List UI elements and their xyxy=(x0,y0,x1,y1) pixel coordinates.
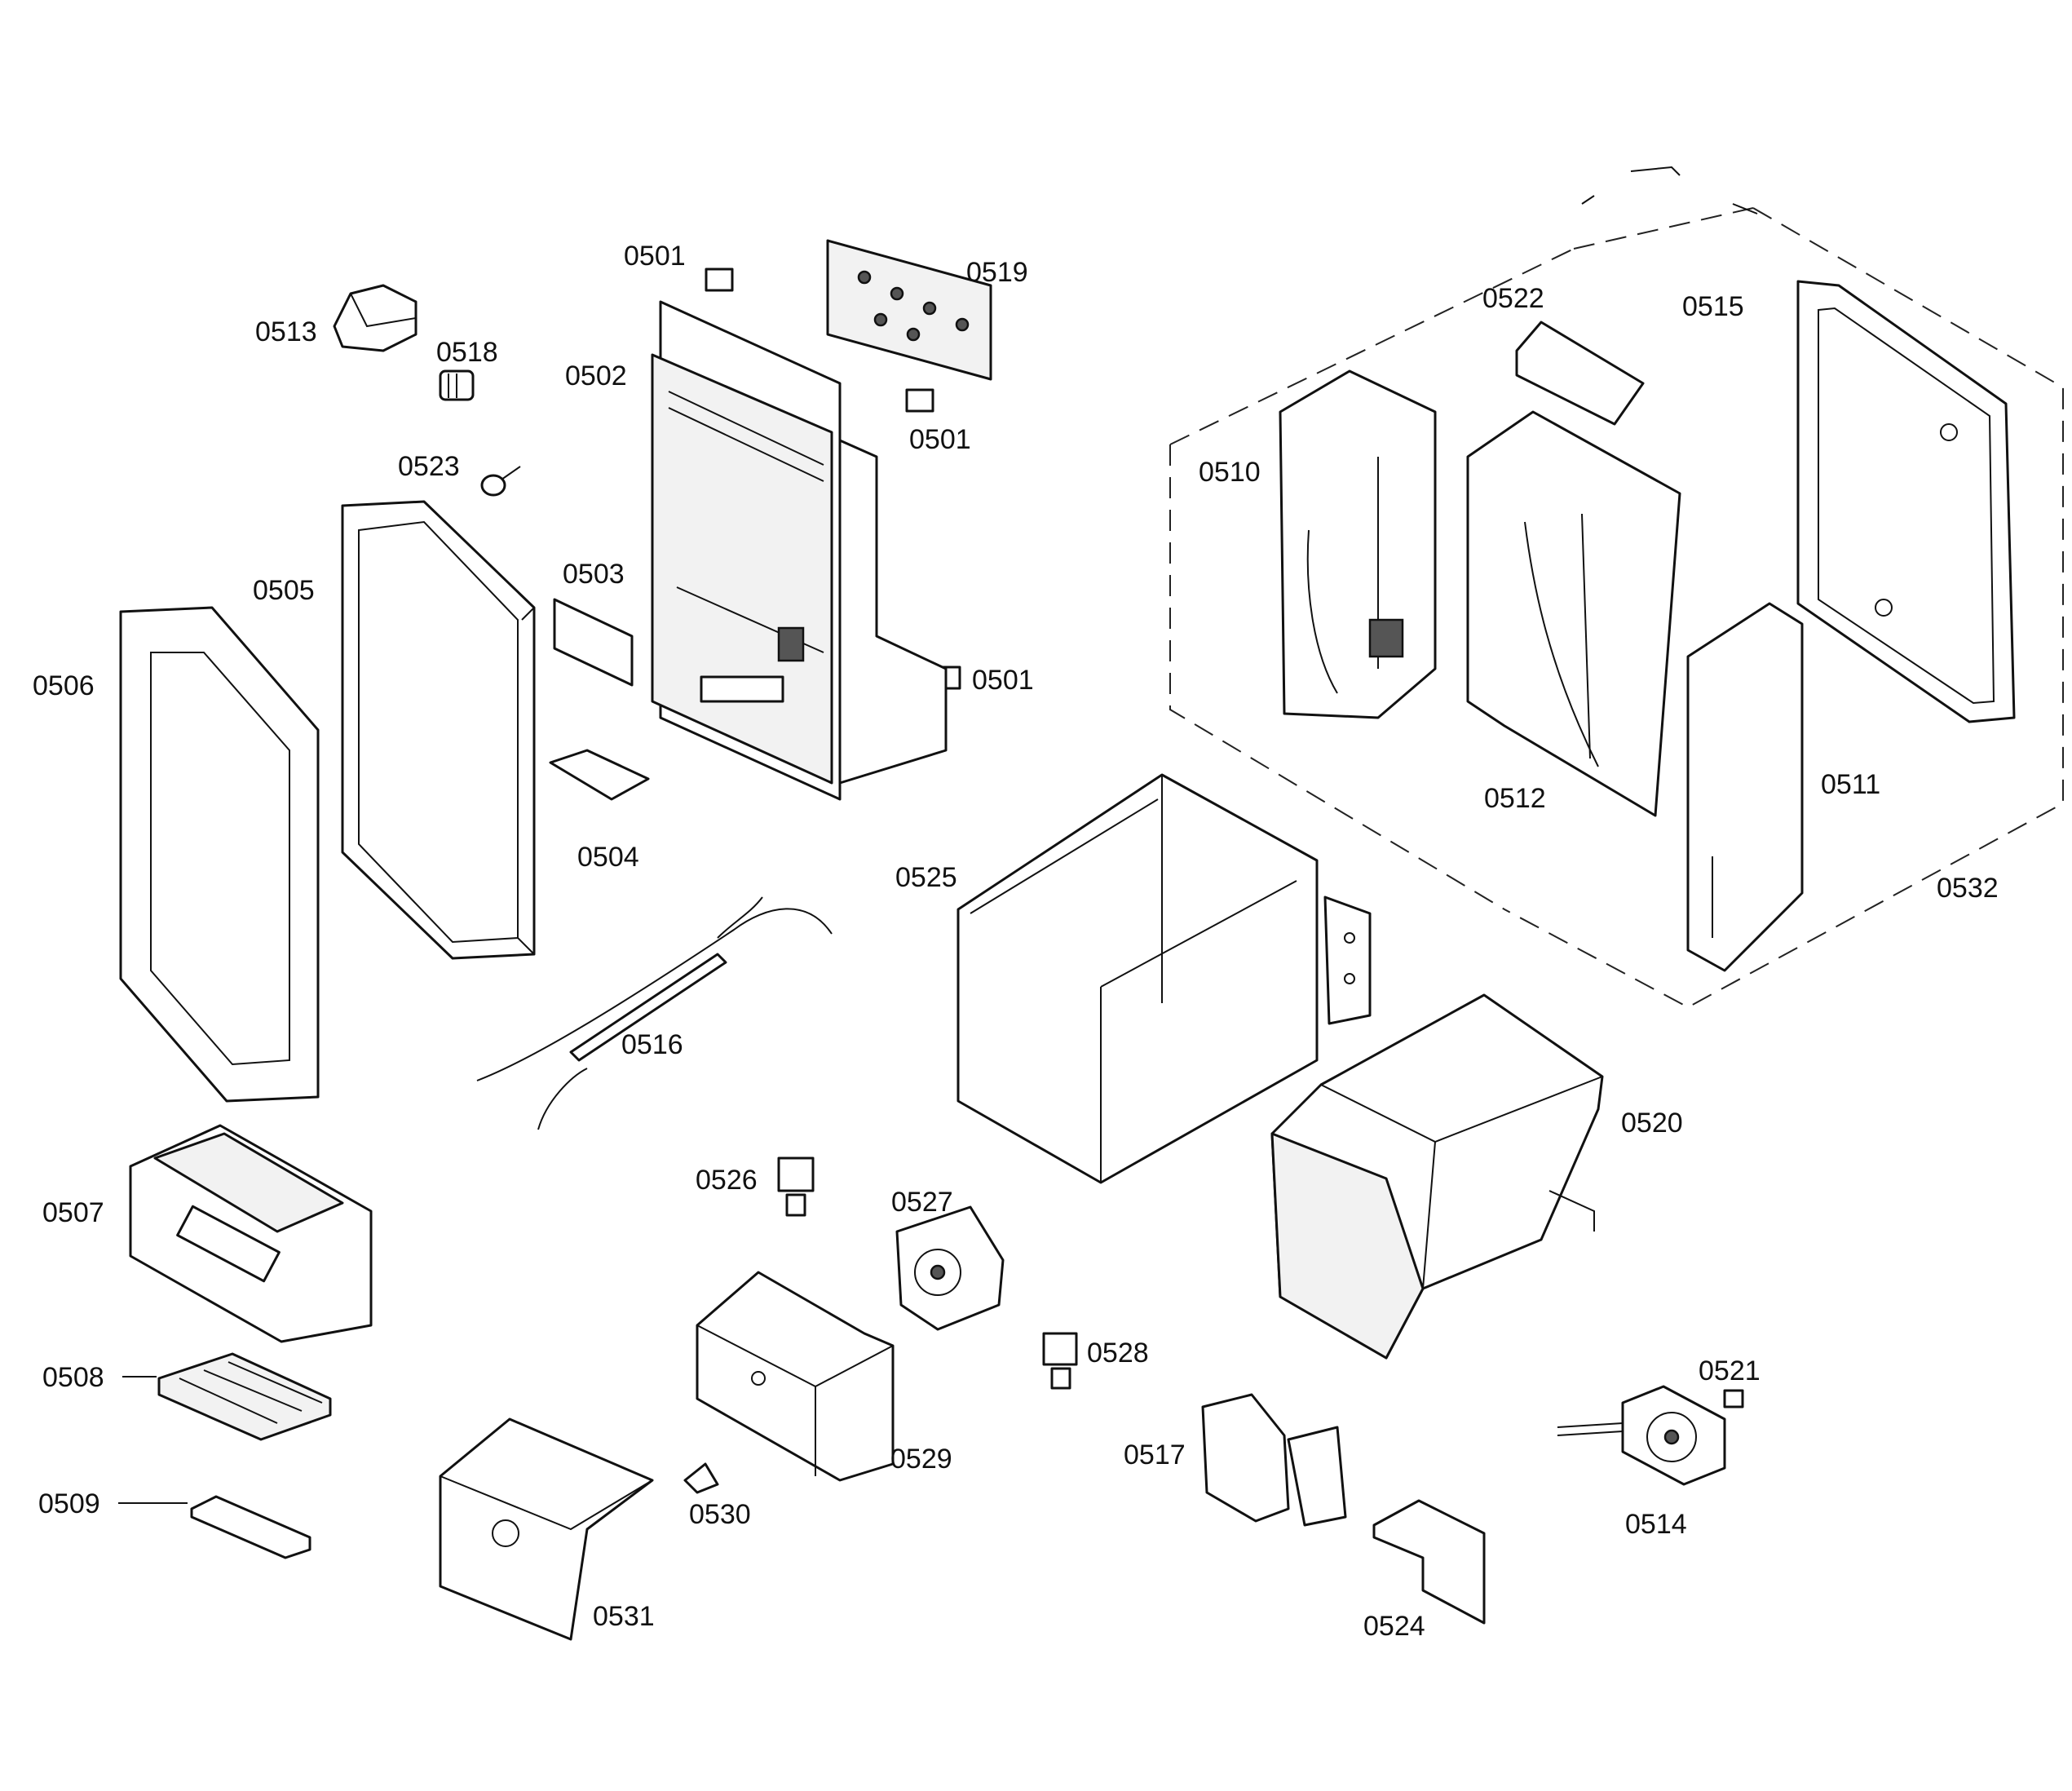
callout-0522: 0522 xyxy=(1482,283,1544,314)
callout-0517: 0517 xyxy=(1124,1439,1186,1470)
callout-0507: 0507 xyxy=(42,1197,104,1228)
part-0526-switch xyxy=(777,1156,815,1217)
callout-0519: 0519 xyxy=(966,257,1028,288)
callout-0511: 0511 xyxy=(1821,769,1880,800)
callout-0530: 0530 xyxy=(689,1499,751,1530)
part-0515-evaporator-cover xyxy=(1796,280,2016,723)
part-0519-control-board xyxy=(826,239,992,381)
callout-0505: 0505 xyxy=(253,575,315,606)
part-0511-side-panel xyxy=(1686,602,1804,972)
part-0509-drip-tray xyxy=(190,1495,311,1559)
part-0513-cap xyxy=(333,284,417,352)
part-0501-clip-middle xyxy=(905,388,934,413)
callout-0532: 0532 xyxy=(1937,873,1999,904)
callout-0502: 0502 xyxy=(565,360,627,391)
callout-0523: 0523 xyxy=(398,451,460,482)
part-0512-evaporator-housing xyxy=(1466,410,1681,817)
part-0521-screw xyxy=(1723,1389,1744,1408)
callout-0516: 0516 xyxy=(621,1029,683,1060)
part-0516-wiring xyxy=(476,896,833,1130)
callout-0526: 0526 xyxy=(696,1165,758,1196)
callout-0527: 0527 xyxy=(891,1187,953,1218)
callout-0528: 0528 xyxy=(1087,1338,1149,1369)
part-0517-water-valve xyxy=(1201,1393,1347,1527)
callout-0512: 0512 xyxy=(1484,783,1546,814)
part-0501-clip-top xyxy=(705,268,734,292)
part-0524-bracket xyxy=(1372,1499,1486,1625)
part-0528-switch xyxy=(1042,1332,1078,1390)
part-0504-plate xyxy=(549,749,650,801)
callout-0510: 0510 xyxy=(1199,457,1261,488)
callout-0520: 0520 xyxy=(1621,1108,1683,1139)
part-0527-auger-motor xyxy=(895,1205,1005,1331)
callout-0501-right: 0501 xyxy=(972,665,1034,696)
part-0523-bulb xyxy=(480,466,521,497)
callout-0504: 0504 xyxy=(577,842,639,873)
callout-0529: 0529 xyxy=(890,1444,952,1475)
part-0525-compartment-frame xyxy=(956,773,1372,1184)
callout-0503: 0503 xyxy=(563,559,625,590)
part-0502-dispenser-housing xyxy=(651,300,948,801)
callout-0518: 0518 xyxy=(436,337,498,368)
callout-0515: 0515 xyxy=(1682,291,1744,322)
part-0520-ice-bucket xyxy=(1270,993,1604,1360)
callout-0513: 0513 xyxy=(255,316,317,347)
arrow-mark xyxy=(1581,166,1758,214)
part-0531-cover-plate xyxy=(439,1417,654,1641)
part-0518-plug xyxy=(439,369,475,401)
callout-0524: 0524 xyxy=(1363,1611,1425,1642)
callout-0514: 0514 xyxy=(1625,1509,1687,1540)
part-0505-inner-frame xyxy=(341,500,536,960)
part-0514-fan xyxy=(1557,1385,1726,1486)
callout-0501-top: 0501 xyxy=(624,241,686,272)
callout-0521: 0521 xyxy=(1699,1355,1761,1386)
part-0522-cover xyxy=(1515,321,1645,426)
part-0507-dispenser-cover xyxy=(129,1124,373,1343)
callout-0509: 0509 xyxy=(38,1488,100,1519)
part-0530-clip xyxy=(683,1462,719,1494)
callout-0531: 0531 xyxy=(593,1601,655,1632)
callout-0508: 0508 xyxy=(42,1362,104,1393)
callout-0525: 0525 xyxy=(895,862,957,893)
callout-0506: 0506 xyxy=(33,670,95,701)
part-0506-outer-frame xyxy=(119,606,320,1103)
part-0510-air-duct xyxy=(1279,369,1437,719)
callout-0501-middle: 0501 xyxy=(909,424,971,455)
part-0529-motor-housing xyxy=(696,1271,895,1482)
part-0503-bracket xyxy=(553,598,634,687)
part-0508-grate xyxy=(157,1352,332,1441)
